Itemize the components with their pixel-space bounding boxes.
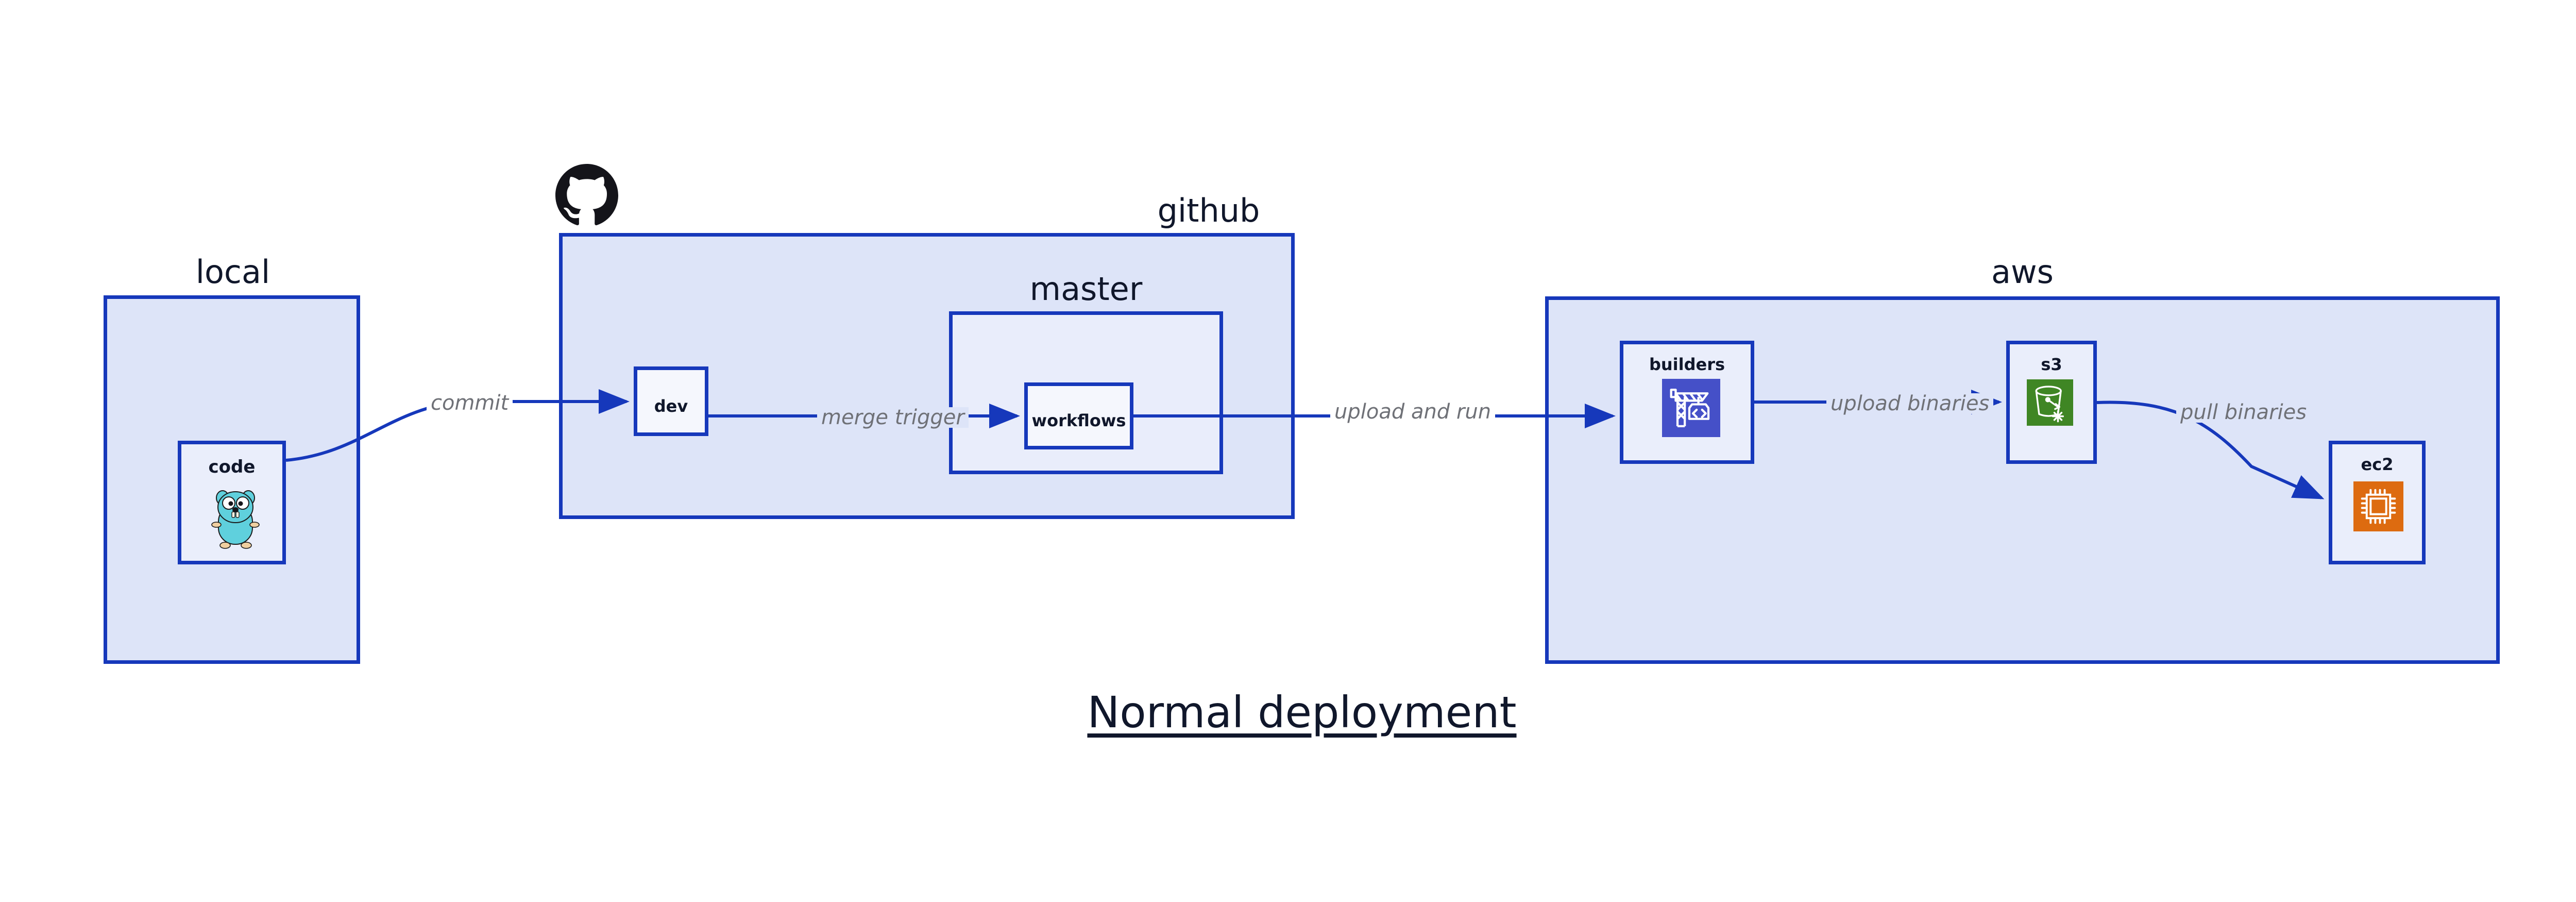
node-s3-label: s3 <box>2041 355 2062 374</box>
node-code[interactable]: code <box>178 441 286 564</box>
group-label-aws: aws <box>1991 253 2054 291</box>
edge-label-commit: commit <box>427 393 513 413</box>
node-workflows-label: workflows <box>1031 411 1126 430</box>
node-ec2-label: ec2 <box>2361 455 2394 474</box>
go-gopher-icon <box>208 485 263 550</box>
node-ec2[interactable]: ec2 <box>2329 441 2426 564</box>
group-label-master: master <box>1029 270 1143 308</box>
node-s3[interactable]: s3 <box>2006 341 2097 464</box>
edge-label-upload-and-run: upload and run <box>1330 402 1496 422</box>
edge-label-upload-binaries: upload binaries <box>1826 393 1994 414</box>
edge-label-merge-trigger: merge trigger <box>817 407 969 428</box>
node-builders-label: builders <box>1649 355 1725 374</box>
node-builders[interactable]: builders <box>1620 341 1754 464</box>
aws-s3-bucket-icon <box>2027 379 2073 426</box>
node-dev-label: dev <box>654 396 688 416</box>
group-label-local: local <box>195 253 270 291</box>
github-mark-icon <box>555 164 618 227</box>
group-label-github: github <box>1157 192 1260 229</box>
node-code-label: code <box>208 457 256 477</box>
aws-ec2-chip-icon <box>2353 481 2403 531</box>
aws-builders-crane-icon <box>1662 379 1720 437</box>
edge-label-pull-binaries: pull binaries <box>2176 402 2311 423</box>
node-dev[interactable]: dev <box>634 366 708 436</box>
diagram-title: Normal deployment <box>1087 687 1517 738</box>
node-workflows[interactable]: workflows <box>1024 382 1133 449</box>
